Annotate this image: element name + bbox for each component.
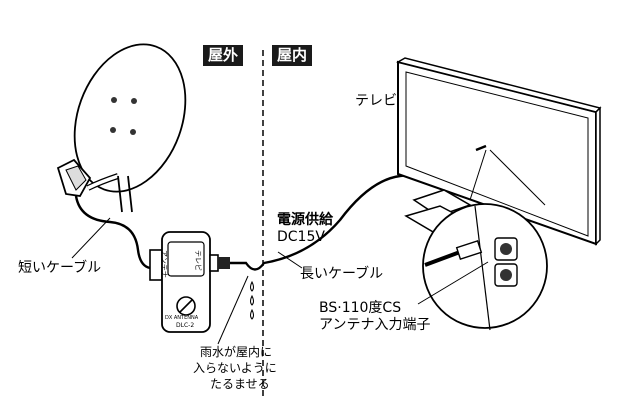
zoom-pointer	[469, 149, 487, 201]
rain-note-line1: 雨水が屋内に	[200, 345, 273, 359]
power-inserter-body	[149, 231, 230, 333]
tv-label: テレビ	[355, 93, 397, 109]
device-port-antenna: アンテナ	[160, 250, 168, 278]
power-supply-title: 電源供給	[277, 212, 333, 228]
device-brand: DX ANTENNA	[165, 315, 199, 321]
power-voltage: DC15V	[277, 229, 325, 245]
water-drops	[250, 280, 254, 320]
outdoor-tag: 屋外	[203, 45, 244, 66]
tv-set	[396, 57, 602, 246]
short-cable-label: 短いケーブル	[18, 260, 102, 276]
device-port-tv: テレビ	[194, 250, 202, 271]
terminal-label-line2: アンテナ入力端子	[319, 317, 431, 333]
rain-note-line3: たるませる	[210, 377, 270, 391]
long-cable-leader	[277, 251, 303, 269]
short-cable-leader	[71, 217, 111, 259]
rain-note-line2: 入らないように	[193, 361, 277, 375]
terminal-zoom-circle	[422, 203, 548, 331]
terminal-leader	[417, 261, 489, 305]
short-cable	[74, 195, 151, 270]
long-cable-label: 長いケーブル	[300, 266, 384, 282]
device-model: DLC-2	[176, 322, 195, 329]
rain-note-leader	[217, 275, 249, 345]
indoor-tag: 屋内	[272, 45, 313, 66]
lnb-converter	[56, 158, 92, 197]
terminal-label-line1: BS·110度CS	[319, 300, 402, 316]
satellite-dish	[56, 43, 187, 213]
